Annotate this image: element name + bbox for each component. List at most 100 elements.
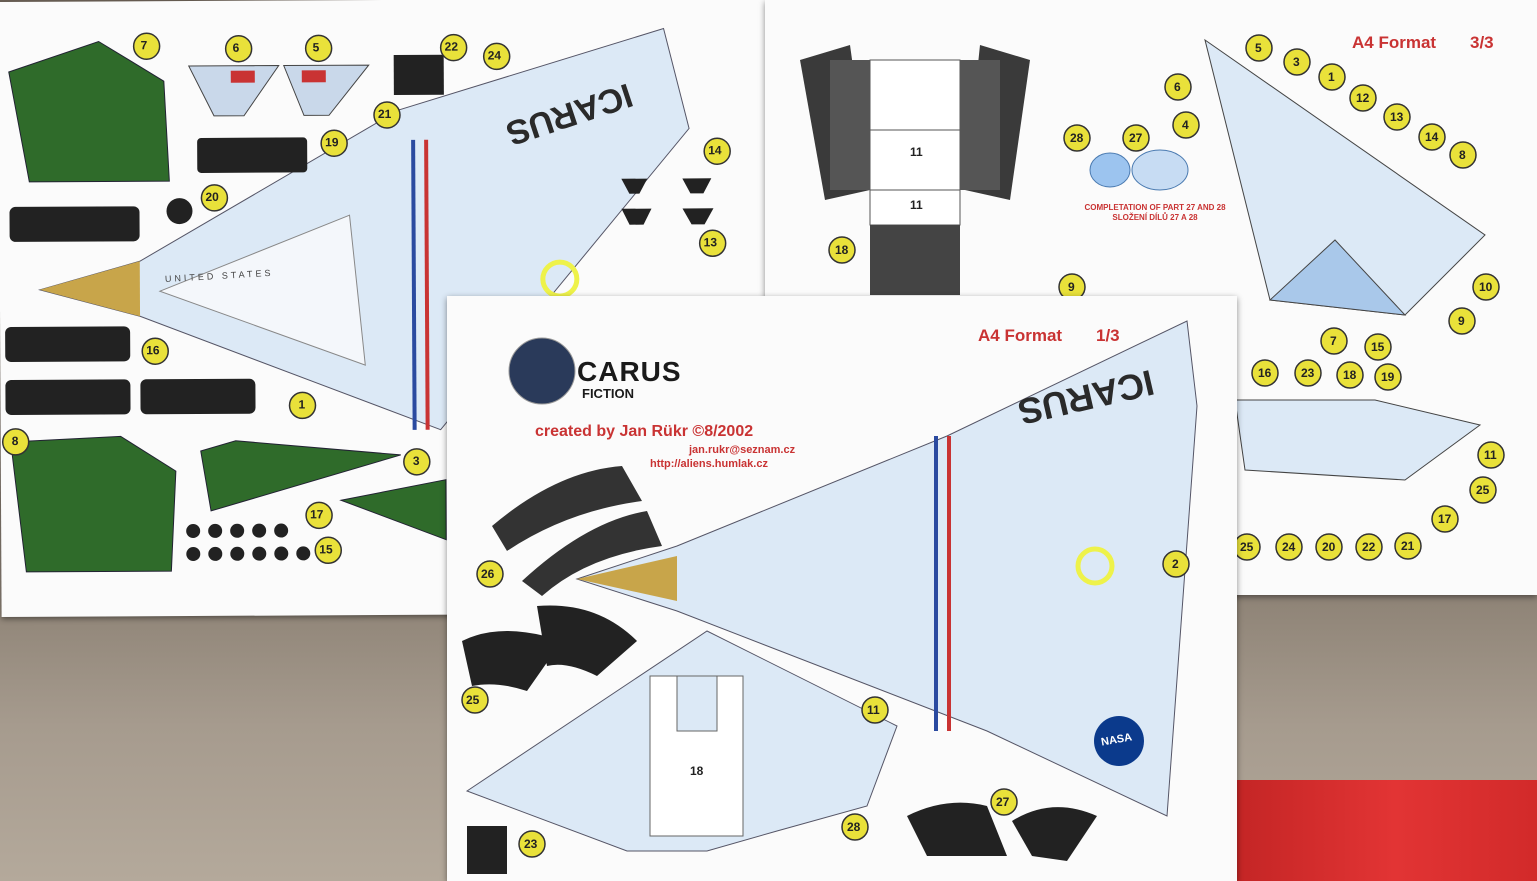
brand-sub: FICTION xyxy=(582,386,634,401)
callout-r-13: 13 xyxy=(1390,110,1404,124)
callout-r-6: 6 xyxy=(1174,80,1181,94)
green-part-7 xyxy=(8,40,170,183)
box-panel-bottom xyxy=(870,225,960,295)
callout-r-18: 18 xyxy=(1343,368,1357,382)
callout-r-11: 11 xyxy=(1484,448,1497,462)
part-6 xyxy=(187,65,280,117)
callout-15: 15 xyxy=(319,542,333,557)
callout-r-23: 23 xyxy=(1301,366,1315,380)
callout-r-14: 14 xyxy=(1425,130,1439,144)
stripe-blue xyxy=(411,139,417,430)
callout-21: 21 xyxy=(377,106,392,122)
part-18-label: 18 xyxy=(690,764,704,778)
callout-20: 20 xyxy=(205,189,219,204)
tube-part-b xyxy=(5,326,131,362)
alignment-ring-front xyxy=(1075,546,1115,586)
callout-f-28: 28 xyxy=(847,820,861,834)
box-label-11a: 11 xyxy=(910,145,923,159)
part-18-panel xyxy=(649,675,744,837)
email-text: jan.rukr@seznam.cz xyxy=(689,444,796,456)
callout-f-11: 11 xyxy=(867,703,880,717)
insignia-6 xyxy=(230,70,255,83)
part-26-lower xyxy=(522,511,662,596)
assembly-engines xyxy=(1234,399,1482,481)
nasa-logo xyxy=(1094,716,1144,766)
nose-cone xyxy=(39,261,141,317)
callout-r-25b: 25 xyxy=(1240,540,1254,554)
callout-r-7: 7 xyxy=(1330,334,1337,348)
website-text: http://aliens.humlak.cz xyxy=(650,458,768,470)
sheet-front-drawing xyxy=(461,320,1198,874)
part-28-piece xyxy=(1089,152,1131,188)
callout-f-25: 25 xyxy=(466,693,480,707)
callout-r-28: 28 xyxy=(1070,131,1084,145)
callout-r-19: 19 xyxy=(1381,370,1395,384)
completion-note-line1: COMPLETATION OF PART 27 AND 28 xyxy=(1084,203,1226,212)
callout-r-10: 10 xyxy=(1479,280,1493,294)
callout-r-24: 24 xyxy=(1282,540,1296,554)
callout-14: 14 xyxy=(708,143,722,158)
assembly-underside xyxy=(1268,239,1407,316)
part-25-a xyxy=(462,631,562,691)
box-panel-11a xyxy=(869,129,961,191)
callout-r-25a: 25 xyxy=(1476,483,1490,497)
tube-part-19 xyxy=(197,137,308,173)
tube-part-a xyxy=(9,206,140,242)
green-part-8 xyxy=(10,435,177,573)
brand-name: CARUS xyxy=(577,356,682,387)
format-label-right: A4 Format xyxy=(1352,33,1437,52)
callout-f-2: 2 xyxy=(1172,557,1179,571)
callout-r-4: 4 xyxy=(1182,118,1189,132)
page-label-right: 3/3 xyxy=(1470,33,1494,52)
callout-r-22: 22 xyxy=(1362,540,1376,554)
callout-r-18b: 18 xyxy=(835,243,849,257)
wing-inner xyxy=(158,214,366,366)
callout-f-23: 23 xyxy=(524,837,538,851)
page-label-front: 1/3 xyxy=(1096,326,1120,345)
callout-r-9: 9 xyxy=(1458,314,1465,328)
callout-8: 8 xyxy=(11,433,19,448)
callout-r-3: 3 xyxy=(1293,55,1300,69)
stripe-blue-front xyxy=(934,436,938,731)
fuselage-front xyxy=(575,320,1198,817)
callout-r-9b: 9 xyxy=(1068,280,1075,294)
sheet-front: A4 Format 1/3 CARUS FICTION created by J… xyxy=(447,296,1237,881)
callout-7: 7 xyxy=(140,38,148,53)
box-panel-11b xyxy=(869,189,961,226)
green-part-3b xyxy=(339,479,447,541)
credit-text: created by Jan Rükr ©8/2002 xyxy=(535,423,754,440)
completion-note-line2: SLOŽENÍ DÍLŮ 27 A 28 xyxy=(1112,213,1198,222)
sheet-left-drawing xyxy=(1,27,731,573)
callout-3: 3 xyxy=(412,453,420,468)
stripe-red-front xyxy=(947,436,951,731)
fuselage-part xyxy=(38,27,690,431)
insignia-5 xyxy=(301,70,326,83)
callout-r-1: 1 xyxy=(1328,70,1335,84)
callout-r-15: 15 xyxy=(1371,340,1385,354)
callout-19: 19 xyxy=(325,135,339,150)
part-27-piece xyxy=(1131,149,1189,191)
part-23-box xyxy=(467,826,507,874)
format-label-front: A4 Format xyxy=(978,326,1063,345)
callout-16: 16 xyxy=(146,343,160,358)
sheet-right-drawing xyxy=(800,34,1505,561)
callout-r-21: 21 xyxy=(1401,539,1415,553)
red-cutting-mat xyxy=(1180,780,1537,881)
callout-circles-left xyxy=(1,32,731,565)
box-cutout xyxy=(869,59,961,131)
part-27-a xyxy=(907,802,1007,856)
callout-f-26: 26 xyxy=(481,567,495,581)
small-parts-17 xyxy=(186,523,311,562)
callout-6: 6 xyxy=(232,40,240,55)
callout-r-8: 8 xyxy=(1459,148,1466,162)
part-27-b xyxy=(1012,807,1097,861)
tube-part-c xyxy=(5,379,131,415)
callout-r-17: 17 xyxy=(1438,512,1452,526)
part-26-upper xyxy=(492,466,642,551)
callout-f-27: 27 xyxy=(996,795,1010,809)
sheet-left: ICARUS UNITED STATES 7 6 5 22 24 21 19 2… xyxy=(0,0,772,618)
completion-note: COMPLETATION OF PART 27 AND 28 SLOŽENÍ D… xyxy=(1055,203,1255,223)
callout-r-12: 12 xyxy=(1356,91,1370,105)
brand-badge xyxy=(508,337,576,405)
box-label-11b: 11 xyxy=(910,198,923,212)
